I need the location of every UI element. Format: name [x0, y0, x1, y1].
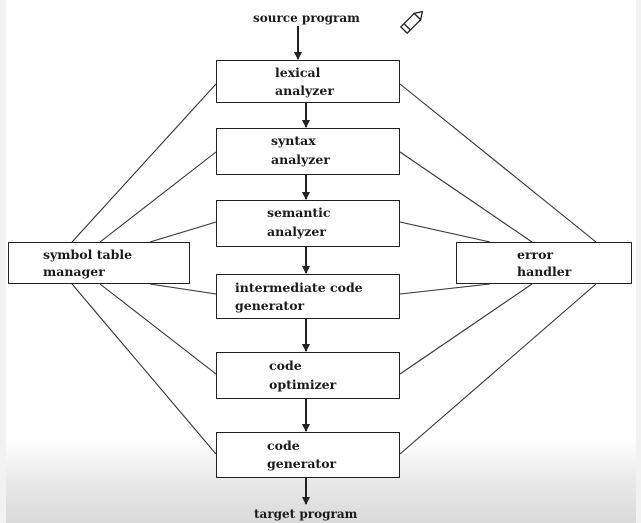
symbol-table-manager-box: symbol table manager	[8, 242, 190, 284]
code-optimizer-box: code optimizer	[216, 352, 400, 399]
link-error-semantic	[399, 221, 491, 243]
link-symtab-generator	[71, 283, 217, 455]
intermediate-code-generator-line1: intermediate code	[235, 280, 363, 295]
error-handler-box: error handler	[456, 242, 632, 284]
lexical-analyzer-line1: lexical	[275, 65, 321, 80]
lexical-analyzer-box: lexical analyzer	[216, 60, 400, 103]
semantic-analyzer-line1: semantic	[267, 205, 331, 220]
syntax-analyzer-line2: analyzer	[271, 152, 330, 167]
code-optimizer-line2: optimizer	[269, 377, 337, 392]
symbol-table-manager-line1: symbol table	[43, 247, 133, 262]
code-generator-line2: generator	[267, 456, 337, 471]
link-symtab-intermediate	[149, 283, 217, 295]
syntax-analyzer-box: syntax analyzer	[216, 128, 400, 175]
symbol-table-manager-line2: manager	[43, 264, 105, 279]
link-error-lexical	[399, 83, 597, 243]
code-optimizer-line1: code	[269, 358, 302, 373]
code-generator-line1: code	[267, 438, 300, 453]
error-handler-line1: error	[517, 247, 554, 262]
link-error-syntax	[399, 151, 533, 243]
code-generator-box: code generator	[216, 432, 400, 478]
semantic-analyzer-line2: analyzer	[267, 224, 326, 239]
pencil-icon	[399, 10, 424, 35]
syntax-analyzer-line1: syntax	[271, 133, 316, 148]
link-error-generator	[399, 283, 597, 455]
link-symtab-syntax	[99, 151, 217, 243]
link-error-optimizer	[399, 283, 533, 375]
link-symtab-optimizer	[99, 283, 217, 375]
lexical-analyzer-line2: analyzer	[275, 83, 334, 98]
error-handler-line2: handler	[517, 264, 572, 279]
link-error-intermediate	[399, 283, 491, 295]
semantic-analyzer-box: semantic analyzer	[216, 200, 400, 247]
intermediate-code-generator-line2: generator	[235, 298, 305, 313]
link-symtab-semantic	[149, 221, 217, 243]
intermediate-code-generator-box: intermediate code generator	[216, 274, 400, 319]
source-program-label: source program	[253, 11, 360, 25]
target-program-label: target program	[254, 507, 358, 521]
link-symtab-lexical	[71, 83, 217, 243]
